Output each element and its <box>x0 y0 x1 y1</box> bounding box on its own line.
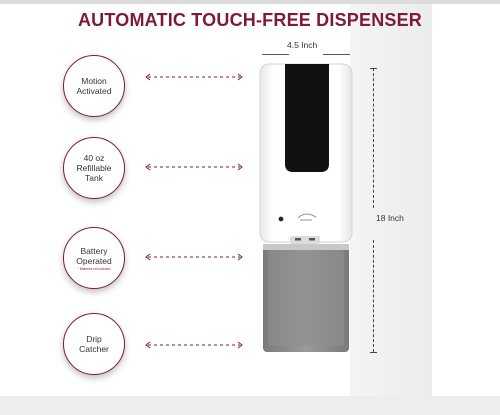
double-arrow-icon <box>145 73 243 81</box>
height-dimension-line-top <box>373 68 374 208</box>
dispenser-illustration <box>259 63 353 352</box>
feature-drip-catcher: Drip Catcher <box>63 313 125 375</box>
height-dimension-bottom-tick <box>370 352 377 353</box>
feature-label: 40 oz Refillable Tank <box>76 153 112 183</box>
double-arrow-icon <box>145 163 243 171</box>
bottom-frame-bar <box>0 396 500 415</box>
feature-note: * Batteries not included <box>77 266 111 271</box>
height-dimension-label: 18 Inch <box>376 213 404 223</box>
double-arrow-icon <box>145 253 243 261</box>
feature-motion-activated: Motion Activated <box>63 55 125 117</box>
sensor-dot-icon <box>278 216 284 222</box>
height-dimension-line-bottom <box>373 240 374 352</box>
width-dimension-line-right <box>323 54 350 55</box>
top-frame-bar <box>0 0 500 4</box>
width-dimension-line-left <box>262 54 289 55</box>
wall-background <box>350 4 432 396</box>
page-title: AUTOMATIC TOUCH-FREE DISPENSER <box>77 10 423 30</box>
feature-label: Drip Catcher <box>79 334 109 354</box>
feature-battery-operated: Battery Operated * Batteries not include… <box>63 227 125 289</box>
feature-refillable-tank: 40 oz Refillable Tank <box>63 137 125 199</box>
feature-label: Battery Operated <box>76 245 112 266</box>
width-dimension-label: 4.5 Inch <box>287 40 318 50</box>
hand-icon <box>297 213 317 221</box>
double-arrow-icon <box>145 341 243 349</box>
feature-label: Motion Activated <box>76 76 112 96</box>
